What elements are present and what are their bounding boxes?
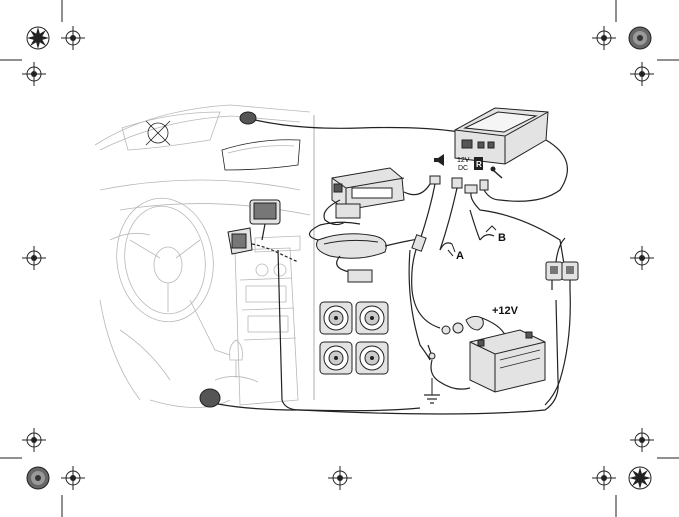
crosshair-mark — [328, 466, 352, 490]
interface-module — [309, 222, 425, 258]
radio-adapter — [336, 204, 360, 218]
speaker — [320, 302, 352, 334]
display-power-cable — [278, 250, 300, 410]
connector-b-label: B — [498, 232, 506, 244]
speaker-icon — [438, 154, 444, 166]
microphone-icon — [493, 170, 502, 178]
speaker — [356, 342, 388, 374]
main-unit — [455, 108, 548, 164]
display-cable — [252, 244, 298, 262]
crosshair-mark — [61, 466, 85, 490]
remote-control — [200, 389, 420, 411]
device-voltage-line2: DC — [458, 165, 468, 172]
speaker-connector — [348, 270, 372, 282]
crosshair-mark — [630, 62, 654, 86]
fuse-holder — [442, 316, 505, 335]
device-voltage-line1: 12V — [457, 157, 470, 164]
star-target-mark — [629, 467, 651, 489]
star-target-mark — [27, 27, 49, 49]
car-battery — [470, 330, 545, 392]
gps-antenna — [240, 112, 460, 132]
color-target-mark — [629, 27, 651, 49]
crosshair-mark — [592, 466, 616, 490]
crosshair-mark — [22, 428, 46, 452]
crosshair-mark — [22, 62, 46, 86]
speaker — [320, 342, 352, 374]
relay-connectors — [545, 238, 578, 405]
crosshair-mark — [630, 246, 654, 270]
power-harness — [412, 240, 440, 328]
cable-connectors — [420, 176, 565, 270]
ground-symbol — [424, 345, 470, 403]
crosshair-mark — [61, 26, 85, 50]
device-port-label: R — [476, 160, 482, 169]
speakers-group — [320, 302, 388, 374]
display-screen — [250, 200, 280, 240]
crosshair-mark — [592, 26, 616, 50]
no-mount-symbol — [146, 121, 170, 145]
radio-output-cable — [404, 184, 430, 195]
color-target-mark — [27, 467, 49, 489]
phone-holder — [228, 228, 252, 254]
connector-a-label: A — [456, 250, 464, 262]
speaker — [356, 302, 388, 334]
crosshair-mark — [630, 428, 654, 452]
battery-voltage-label: +12V — [492, 305, 519, 317]
crosshair-mark — [22, 246, 46, 270]
